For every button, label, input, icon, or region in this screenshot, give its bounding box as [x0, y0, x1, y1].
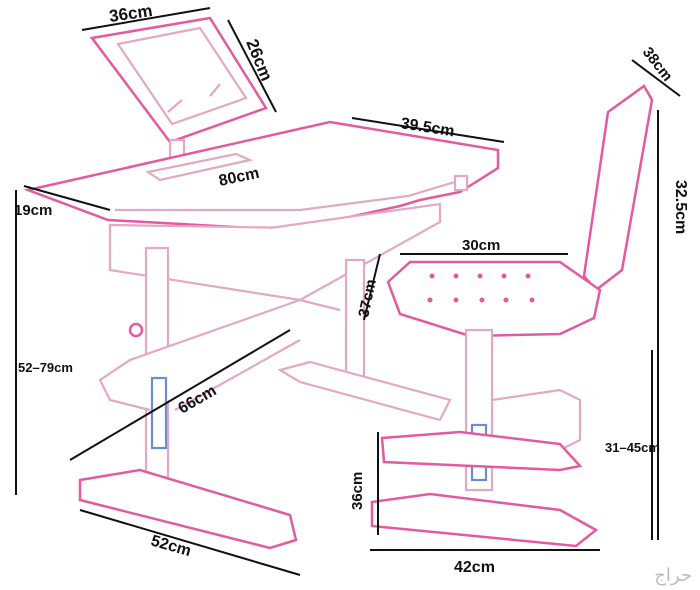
label-chair-height: 31–45cm [605, 440, 660, 455]
chair-base [370, 430, 599, 548]
label-chair-seat-width: 30cm [462, 237, 500, 254]
book-stand [89, 16, 268, 160]
chair-seat [386, 260, 602, 338]
label-chair-base-width: 42cm [454, 559, 495, 576]
label-desk-edge: 19cm [14, 202, 52, 219]
label-chair-base-height: 36cm [349, 472, 366, 510]
label-book-stand-width: 36cm [108, 1, 154, 26]
watermark: حراج [654, 565, 692, 586]
label-chair-back-height: 32.5cm [672, 180, 689, 234]
desk-base [78, 360, 452, 550]
desk-drawer [108, 202, 442, 302]
label-desk-height: 52–79cm [18, 360, 73, 375]
chair-back [582, 84, 654, 292]
label-desk-base-length: 52cm [149, 533, 193, 561]
desk-top [23, 120, 500, 232]
dimension-lines [15, 7, 681, 576]
